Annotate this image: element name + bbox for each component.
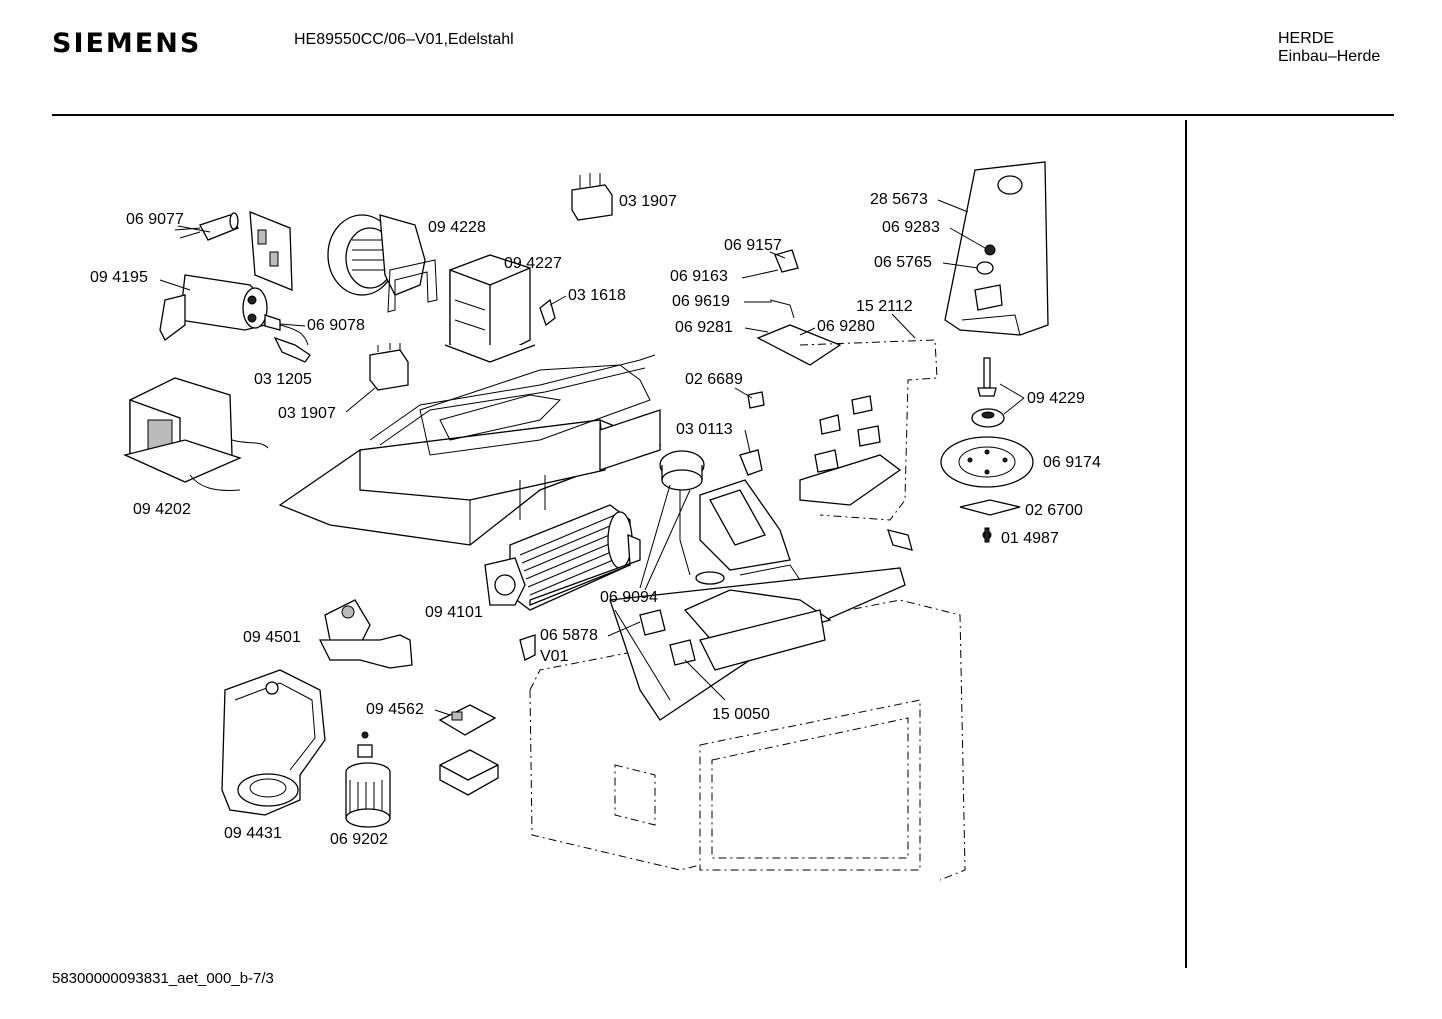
cavity-top-plate: [609, 564, 906, 721]
pump-assembly: [345, 731, 391, 828]
part-label-094195: 09 4195: [90, 269, 148, 286]
door-switches: [519, 609, 696, 666]
relay-left: [369, 343, 409, 391]
part-label-031205: 03 1205: [254, 371, 312, 388]
rear-cover-panel: [944, 161, 1049, 336]
capacitor: [159, 274, 268, 341]
tangential-fan: [484, 504, 641, 611]
oven-body-outline: [529, 599, 966, 881]
stirrer-disk: [940, 436, 1034, 488]
thermostat: [659, 391, 765, 576]
fuse-leads: [264, 314, 311, 363]
part-label-069174: 06 9174: [1043, 454, 1101, 471]
header-divider: [52, 114, 1394, 116]
part-label-031907-b: 03 1907: [619, 193, 677, 210]
part-label-069094: 06 9094: [600, 589, 658, 606]
part-label-065878: 06 5878: [540, 627, 598, 644]
model-number: HE89550CC/06–V01,Edelstahl: [294, 31, 514, 48]
part-label-069619: 06 9619: [672, 293, 730, 310]
stirrer-shaft: [971, 357, 1005, 428]
part-label-026689: 02 6689: [685, 371, 743, 388]
door-lock-assembly: [756, 249, 938, 551]
part-label-026700: 02 6700: [1025, 502, 1083, 519]
category-block: HERDE Einbau–Herde: [1278, 30, 1380, 66]
part-label-150050: 15 0050: [712, 706, 770, 723]
part-label-094562: 09 4562: [366, 701, 424, 718]
part-labels: 06 9077 09 4195 06 9078 03 1205 03 1907 …: [90, 191, 1101, 848]
category-title: HERDE: [1278, 30, 1335, 47]
gasket-plate: [221, 669, 326, 816]
part-label-031907-a: 03 1907: [278, 405, 336, 422]
blower-fan: [327, 214, 438, 313]
category-subtitle: Einbau–Herde: [1278, 48, 1381, 65]
stirrer-cover: [959, 499, 1021, 543]
magnetron-transformer: [444, 254, 556, 363]
relay-top: [571, 173, 613, 221]
part-label-094101: 09 4101: [425, 604, 483, 621]
part-label-069283: 06 9283: [882, 219, 940, 236]
part-label-094431: 09 4431: [224, 825, 282, 842]
part-label-285673: 28 5673: [870, 191, 928, 208]
fan-motor: [318, 599, 413, 669]
part-label-030113: 03 0113: [676, 421, 733, 438]
transformer: [123, 377, 269, 491]
part-label-094228: 09 4228: [428, 219, 486, 236]
air-duct: [699, 479, 791, 571]
brand-logo: SIEMENS: [52, 28, 202, 59]
control-module: [438, 704, 499, 796]
part-label-069157: 06 9157: [724, 237, 782, 254]
part-label-094501: 09 4501: [243, 629, 301, 646]
part-label-094227: 09 4227: [504, 255, 562, 272]
part-label-069163: 06 9163: [670, 268, 728, 285]
part-label-065765: 06 5765: [874, 254, 932, 271]
part-label-031618: 03 1618: [568, 287, 626, 304]
part-label-094202: 09 4202: [133, 501, 191, 518]
part-label-014987: 01 4987: [1001, 530, 1059, 547]
part-label-069202: 06 9202: [330, 831, 388, 848]
part-label-152112: 15 2112: [856, 298, 913, 315]
part-label-069077: 06 9077: [126, 211, 184, 228]
side-divider: [1185, 120, 1187, 968]
part-label-069078: 06 9078: [307, 317, 365, 334]
part-label-069280: 06 9280: [817, 318, 875, 335]
part-label-094229: 09 4229: [1027, 390, 1085, 407]
small-capacitor: [174, 211, 293, 291]
document-id: 58300000093831_aet_000_b-7/3: [52, 970, 274, 987]
part-label-069281: 06 9281: [675, 319, 733, 336]
part-label-v01: V01: [540, 648, 569, 665]
heating-element-tray: [278, 354, 662, 546]
